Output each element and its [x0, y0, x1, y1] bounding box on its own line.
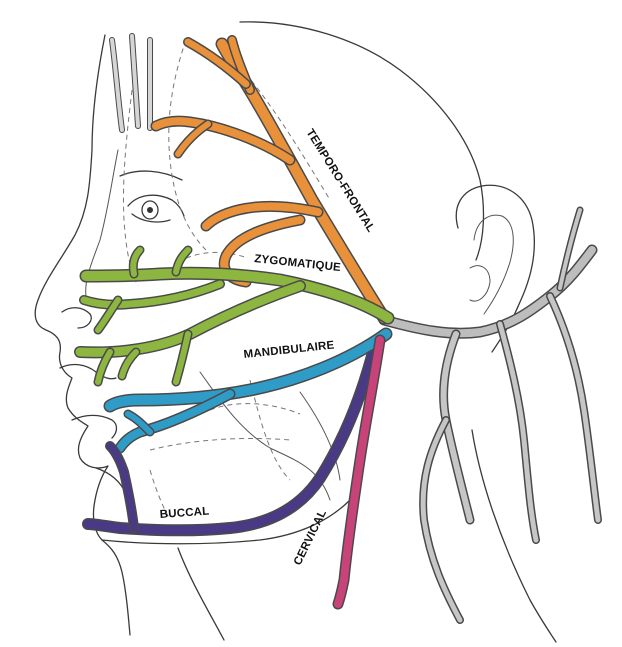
orbit-dashed — [168, 39, 207, 251]
pupil — [147, 207, 153, 213]
lower-eyelid — [131, 213, 171, 223]
nerve-trunk-main — [380, 246, 596, 338]
face-profile-line — [34, 34, 131, 636]
upper-lip — [59, 363, 117, 380]
zygomatic-mid-branch — [80, 280, 224, 309]
zygomatic-twig-4 — [95, 349, 113, 385]
chin-dashed — [149, 469, 171, 521]
auricular-branch — [558, 208, 582, 290]
iris — [141, 200, 159, 220]
zygomatic-twig-5 — [173, 331, 191, 385]
buccal-upper-branch — [106, 442, 138, 532]
lower-lip — [71, 414, 118, 439]
buccal-branch — [82, 350, 378, 537]
nerve-trunk — [378, 206, 602, 624]
neck-back — [471, 429, 557, 643]
neck-front — [177, 547, 225, 641]
zygomatic-branch — [74, 245, 395, 387]
temporal-branch — [150, 35, 391, 325]
cervical-trunk — [420, 417, 463, 623]
label-zygomatique: ZYGOMATIQUE — [254, 253, 342, 274]
ear-concha — [469, 265, 491, 302]
zygomatic-twig-3 — [95, 297, 121, 333]
label-mandibulaire: MANDIBULAIRE — [243, 340, 335, 361]
eyebrow — [119, 170, 183, 181]
label-cervical: CERVICAL — [292, 508, 329, 567]
mandibular-lower-branch — [116, 390, 234, 452]
frontal-twig — [175, 121, 211, 157]
frontal-branch — [152, 117, 294, 164]
upper-eyelid — [127, 194, 185, 217]
head-back — [239, 21, 485, 261]
zygomatic-twig-2 — [173, 247, 191, 275]
orbital-branch — [202, 202, 322, 230]
mandible-dashed-2 — [149, 437, 291, 451]
ear-antihelix — [473, 214, 514, 315]
jaw-line — [101, 499, 351, 545]
label-buccal: BUCCAL — [159, 506, 209, 521]
mandibular-twig — [125, 411, 153, 435]
eye — [119, 170, 185, 223]
temporal-twig-2 — [184, 38, 250, 88]
zygomatic-branch-main — [81, 268, 393, 323]
zygoma-dashed — [177, 251, 249, 263]
nostril — [61, 307, 92, 329]
mandible-dashed-1 — [209, 403, 301, 415]
cervical-branch — [332, 334, 386, 610]
posterior-branch-1 — [440, 331, 473, 523]
masseter-contour — [299, 391, 341, 481]
forehead-grey-branches — [109, 33, 154, 133]
posterior-branch-outline-3 — [546, 292, 602, 524]
posterior-branch-2 — [497, 321, 539, 543]
mandibular-branch — [103, 327, 393, 454]
zygomatic-twig-1 — [130, 247, 143, 277]
nasal-dashed — [122, 89, 139, 287]
forehead-branch-2 — [130, 34, 140, 128]
zygomatic-twig-6 — [119, 349, 139, 379]
posterior-branch-3 — [547, 293, 601, 523]
cervical-branch-main — [334, 336, 384, 608]
forehead-branch-1 — [110, 38, 124, 132]
label-temporo-frontal: TEMPORO-FRONTAL — [303, 127, 376, 234]
buccal-branch-main — [83, 351, 377, 535]
